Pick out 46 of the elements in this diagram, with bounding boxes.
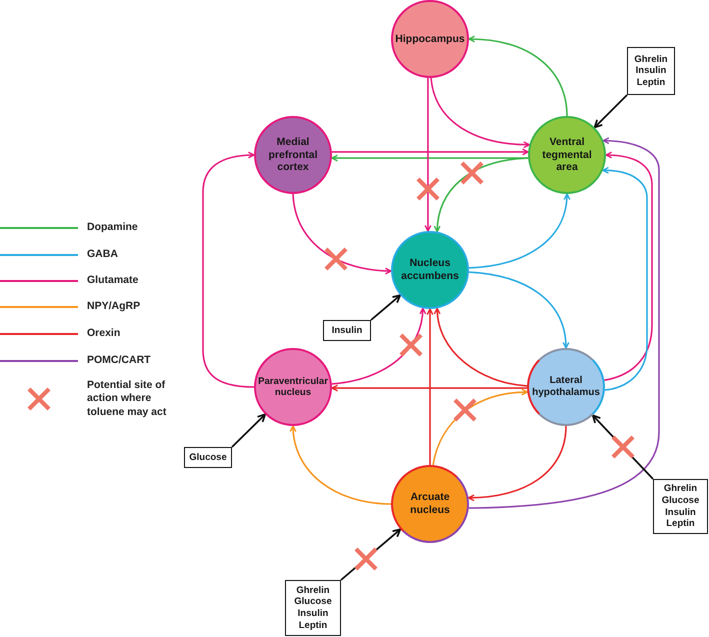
- pathway-arrow: [468, 36, 568, 116]
- leader-arrow: [594, 94, 628, 128]
- region-label: Ventral tegmental area: [541, 136, 593, 174]
- hormone-box: [184, 447, 232, 468]
- pathway-arrow: [468, 271, 570, 349]
- legend-label: Potential site of action where toluene may act: [87, 379, 168, 419]
- region-label: Nucleus accumbens: [400, 257, 460, 283]
- legend-label: GABA: [87, 248, 118, 262]
- leader-arrow: [370, 294, 402, 321]
- pathway-arrow: [604, 152, 653, 381]
- pathway-arrow: [432, 388, 528, 466]
- hormone-label: Ghrelin Insulin Leptin: [634, 54, 668, 88]
- legend-label: Dopamine: [87, 221, 138, 235]
- legend-label: Orexin: [87, 327, 120, 341]
- region-label: Medial prefrontal cortex: [267, 136, 318, 174]
- pathway-arrow: [602, 167, 648, 391]
- region-label: Paraventricular nucleus: [258, 376, 328, 398]
- hormone-box: [285, 580, 341, 636]
- pathway-arrow: [202, 152, 255, 388]
- pathway-arrow: [434, 308, 528, 387]
- legend-label: NPY/AgRP: [87, 300, 140, 314]
- hormone-box: [323, 320, 371, 341]
- pathway-arrow: [468, 426, 567, 502]
- hormone-label: Ghrelin Glucose Insulin Leptin: [662, 483, 700, 530]
- pathway-arrow: [430, 78, 530, 148]
- pathway-arrow: [468, 137, 660, 509]
- hormone-label: Insulin: [332, 324, 362, 336]
- pathway-arrow: [332, 308, 426, 385]
- pathway-arrow: [434, 157, 528, 232]
- pathway-arrow: [426, 308, 434, 465]
- pathway-arrow: [424, 78, 432, 232]
- pathway-arrow: [331, 384, 528, 392]
- pathway-arrow: [468, 193, 570, 269]
- pathway-arrow: [290, 425, 392, 505]
- pathway-arrow: [292, 194, 392, 274]
- hormone-box: [653, 479, 708, 534]
- hormone-box: [627, 47, 675, 95]
- legend-label: POMC/CART: [87, 354, 151, 368]
- legend-label: Glutamate: [87, 274, 138, 288]
- hormone-label: Glucose: [189, 452, 227, 464]
- pathway-arrow: [332, 148, 529, 156]
- hormone-label: Ghrelin Glucose Insulin Leptin: [294, 584, 332, 632]
- region-label: Arcuate nucleus: [409, 491, 451, 517]
- leader-arrow: [231, 413, 266, 448]
- region-label: Lateral hypothalamus: [531, 375, 601, 399]
- region-label: Hippocampus: [395, 32, 465, 46]
